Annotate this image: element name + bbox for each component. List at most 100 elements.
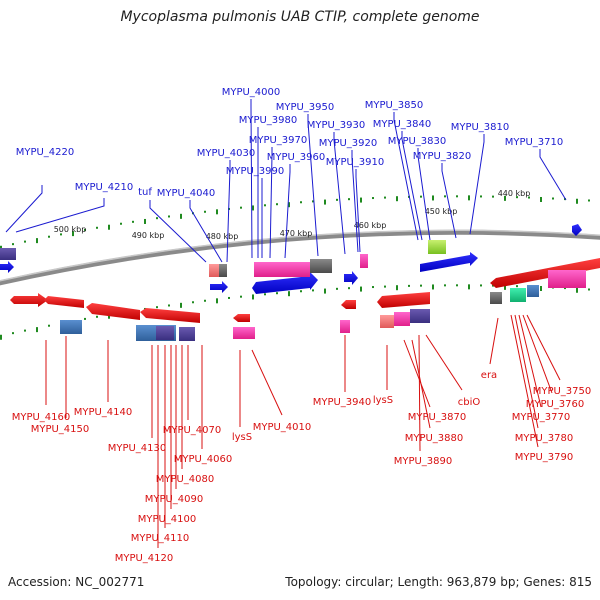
forward-gene xyxy=(219,264,227,277)
forward-leader-line xyxy=(226,160,231,263)
reverse-gene-label: MYPU_4080 xyxy=(156,474,215,485)
reverse-gene-label: MYPU_3780 xyxy=(515,433,574,444)
forward-leader-line xyxy=(250,99,253,259)
forward-gene-label: MYPU_3960 xyxy=(267,152,326,163)
reverse-gene-label: MYPU_4090 xyxy=(145,494,204,505)
forward-gene-label: MYPU_3980 xyxy=(239,115,298,126)
scale-label: 470 kbp xyxy=(280,229,313,238)
reverse-gene xyxy=(548,270,586,288)
reverse-gene xyxy=(527,285,539,297)
reverse-gene xyxy=(510,288,526,302)
scale-label: 490 kbp xyxy=(132,231,165,240)
reverse-gene xyxy=(340,320,350,333)
reverse-leader-line xyxy=(510,314,539,448)
reverse-gene-labels: MYPU_4160MYPU_4150MYPU_4140MYPU_4130MYPU… xyxy=(12,370,592,564)
accession-text: Accession: NC_002771 xyxy=(8,575,145,589)
reverse-gene xyxy=(490,258,600,288)
genome-backbone xyxy=(0,229,600,286)
forward-leader-line xyxy=(307,114,319,257)
reverse-leader-line xyxy=(522,314,553,394)
reverse-gene-label: MYPU_3760 xyxy=(526,399,585,410)
reverse-gene-label: MYPU_4140 xyxy=(74,407,133,418)
forward-gene xyxy=(254,262,310,277)
forward-gene-label: MYPU_4000 xyxy=(222,87,281,98)
reverse-gene-label: MYPU_3750 xyxy=(533,386,592,397)
reverse-gene-label: MYPU_4160 xyxy=(12,412,71,423)
forward-leader-line xyxy=(401,131,423,241)
scale-label: 450 kbp xyxy=(425,207,458,216)
forward-gene-label: tuf xyxy=(138,187,152,198)
reverse-gene-label: MYPU_3870 xyxy=(408,412,467,423)
reverse-gene-label: lysS xyxy=(373,395,393,406)
reverse-gene xyxy=(60,320,82,334)
forward-leader-line xyxy=(351,150,359,253)
forward-leader-line xyxy=(539,149,567,201)
reverse-gene-label: MYPU_3880 xyxy=(405,433,464,444)
reverse-gene-label: MYPU_4150 xyxy=(31,424,90,435)
gene-features xyxy=(0,224,600,341)
reverse-gene xyxy=(86,303,140,320)
reverse-leader-line xyxy=(418,334,421,452)
reverse-leader-line xyxy=(251,349,283,416)
reverse-gene-label: MYPU_4060 xyxy=(174,454,233,465)
reverse-gene xyxy=(44,296,84,308)
forward-leader-line xyxy=(333,132,346,255)
genome-summary-text: Topology: circular; Length: 963,879 bp; … xyxy=(285,575,592,589)
reverse-gene xyxy=(10,293,48,307)
forward-gene xyxy=(0,261,14,273)
reverse-gene xyxy=(394,312,410,326)
forward-gene-label: MYPU_4040 xyxy=(157,188,216,199)
forward-leader-line xyxy=(5,185,43,233)
forward-gene xyxy=(420,252,478,272)
reverse-gene xyxy=(380,315,394,328)
forward-gene-label: MYPU_3910 xyxy=(326,157,385,168)
forward-leader-line xyxy=(355,169,361,253)
forward-gene-label: MYPU_3820 xyxy=(413,151,472,162)
forward-gene xyxy=(210,281,228,293)
map-title: Mycoplasma pulmonis UAB CTIP, complete g… xyxy=(120,9,480,25)
reverse-leader-line xyxy=(425,334,463,391)
scale-label: 440 kbp xyxy=(498,189,531,198)
reverse-gene-label: cbiO xyxy=(458,397,481,408)
forward-gene xyxy=(252,272,318,294)
forward-gene-label: MYPU_3950 xyxy=(276,102,335,113)
forward-gene-label: MYPU_4210 xyxy=(75,182,134,193)
reverse-gene-label: MYPU_3790 xyxy=(515,452,574,463)
reverse-gene-label: MYPU_4110 xyxy=(131,533,190,544)
forward-leader-line xyxy=(393,112,419,241)
forward-gene-label: MYPU_3850 xyxy=(365,100,424,111)
forward-gene-label: MYPU_3970 xyxy=(249,135,308,146)
forward-leader-line xyxy=(284,164,291,259)
forward-leader-line xyxy=(269,147,273,259)
scale-label: 480 kbp xyxy=(206,232,239,241)
forward-gene xyxy=(0,248,16,260)
reverse-gene-label: MYPU_4100 xyxy=(138,514,197,525)
forward-leader-line xyxy=(15,198,105,233)
reverse-leader-line xyxy=(526,314,561,381)
forward-gene xyxy=(209,264,219,277)
forward-leader-line xyxy=(189,200,223,263)
reverse-gene xyxy=(140,308,200,323)
reverse-leader-line xyxy=(514,314,539,429)
forward-gene-label: MYPU_3930 xyxy=(307,120,366,131)
forward-gene xyxy=(428,240,446,254)
forward-gene-label: MYPU_4220 xyxy=(16,147,75,158)
reverse-leader-line xyxy=(489,317,499,365)
forward-gene xyxy=(310,259,332,273)
forward-gene-label: MYPU_4030 xyxy=(197,148,256,159)
reverse-leader-line xyxy=(403,339,431,408)
forward-gene xyxy=(360,254,368,268)
forward-gene-label: MYPU_3920 xyxy=(319,138,378,149)
reverse-gene-label: era xyxy=(481,370,497,381)
forward-gene xyxy=(344,271,358,285)
forward-leader-line xyxy=(469,134,485,235)
reverse-leader-line xyxy=(518,314,542,408)
scale-label: 460 kbp xyxy=(354,221,387,230)
reverse-gene xyxy=(377,292,430,308)
reverse-gene xyxy=(179,327,195,341)
reverse-gene xyxy=(490,292,502,304)
reverse-leader-line xyxy=(411,339,431,429)
forward-gene-label: MYPU_3990 xyxy=(226,166,285,177)
